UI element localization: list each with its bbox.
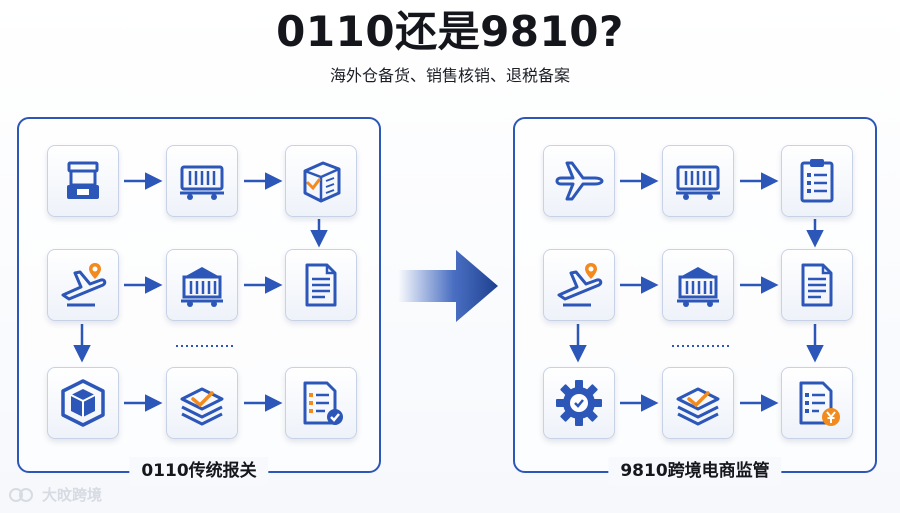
tile-plane-location [47, 249, 119, 321]
tile-machine [47, 145, 119, 217]
tile-airplane [543, 145, 615, 217]
3d-box-icon [61, 379, 105, 427]
tile-clipboard [781, 145, 853, 217]
tile-plane-location [543, 249, 615, 321]
tile-gear [543, 367, 615, 439]
tile-layers-check [166, 367, 238, 439]
tile-checklist-yen [781, 367, 853, 439]
layers-check-icon [180, 387, 224, 426]
tile-container-truck [662, 145, 734, 217]
gear-icon [556, 380, 602, 426]
airplane-icon [555, 161, 604, 201]
container-truck-icon [676, 165, 720, 200]
document-icon [305, 263, 337, 307]
page-subtitle: 海外仓备货、销售核销、退税备案 [329, 66, 570, 85]
tile-checklist-badge [285, 367, 357, 439]
checklist-yen-icon [799, 381, 840, 426]
warehouse-truck-icon [181, 267, 223, 307]
container-truck-icon [180, 165, 224, 200]
document-icon [801, 263, 833, 307]
watermark: 大旼跨境 [8, 484, 102, 505]
big-arrow-icon [398, 250, 498, 322]
plane-location-icon [61, 263, 107, 307]
panel-label-0110: 0110传统报关 [129, 457, 269, 485]
clipboard-icon [800, 159, 834, 203]
box-check-icon [303, 161, 341, 203]
tile-box-check [285, 145, 357, 217]
plane-location-icon [557, 263, 603, 307]
panel-9810: 9810跨境电商监管 [513, 117, 877, 485]
tile-3d-box [47, 367, 119, 439]
watermark-text: 大旼跨境 [42, 486, 103, 504]
tile-warehouse-truck [166, 249, 238, 321]
panel-label-9810: 9810跨境电商监管 [608, 457, 782, 485]
tile-document [781, 249, 853, 321]
layers-check-icon [676, 387, 720, 426]
machine-icon [67, 161, 99, 199]
warehouse-truck-icon [677, 267, 719, 307]
tile-container-truck [166, 145, 238, 217]
tile-document [285, 249, 357, 321]
page-title: 0110还是9810? [276, 7, 624, 56]
panel-0110: 0110传统报关 [17, 117, 381, 485]
tile-warehouse-truck [662, 249, 734, 321]
watermark-logo-icon [9, 487, 33, 502]
checklist-badge-icon [303, 381, 343, 425]
tile-layers-check [662, 367, 734, 439]
